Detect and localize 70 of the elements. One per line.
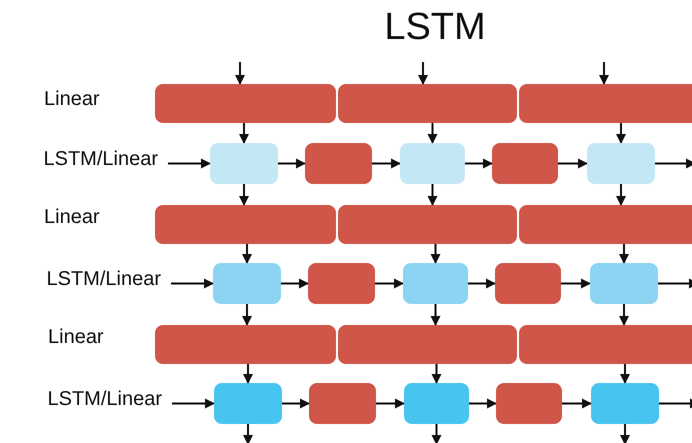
linear-layer-bar bbox=[338, 325, 517, 364]
arrow bbox=[658, 278, 692, 288]
arrow bbox=[599, 62, 609, 85]
arrow bbox=[561, 278, 591, 288]
arrow bbox=[243, 424, 253, 443]
arrow bbox=[282, 398, 310, 408]
linear-block bbox=[305, 143, 372, 184]
arrow bbox=[616, 184, 626, 206]
arrow bbox=[376, 398, 405, 408]
row-label: LSTM/Linear bbox=[0, 263, 161, 296]
arrow bbox=[375, 278, 404, 288]
arrow bbox=[235, 62, 245, 85]
lstm-block bbox=[590, 263, 658, 304]
linear-layer-bar bbox=[519, 205, 692, 244]
linear-block bbox=[496, 383, 562, 424]
arrow bbox=[172, 398, 215, 408]
row-label: Linear bbox=[44, 206, 100, 229]
arrow bbox=[418, 62, 428, 85]
linear-layer-bar bbox=[338, 84, 517, 123]
linear-layer-bar bbox=[338, 205, 517, 244]
row-label: Linear bbox=[48, 326, 104, 349]
arrow bbox=[281, 278, 309, 288]
arrow bbox=[432, 424, 442, 443]
lstm-block bbox=[403, 263, 468, 304]
arrow bbox=[171, 278, 214, 288]
linear-layer-bar bbox=[519, 325, 692, 364]
arrow bbox=[655, 158, 692, 168]
lstm-block bbox=[404, 383, 469, 424]
arrow bbox=[430, 304, 440, 326]
arrow bbox=[432, 364, 442, 384]
title: LSTM bbox=[383, 6, 487, 49]
arrow bbox=[239, 184, 249, 206]
arrow bbox=[616, 123, 626, 144]
arrow bbox=[278, 158, 306, 168]
linear-block bbox=[309, 383, 376, 424]
linear-layer-bar bbox=[155, 205, 336, 244]
linear-layer-bar bbox=[155, 325, 336, 364]
arrow bbox=[468, 278, 496, 288]
arrow bbox=[558, 158, 588, 168]
arrow bbox=[562, 398, 592, 408]
linear-block bbox=[492, 143, 558, 184]
arrow bbox=[242, 244, 252, 264]
lstm-block bbox=[587, 143, 655, 184]
arrow bbox=[620, 364, 630, 384]
arrow bbox=[239, 123, 249, 144]
arrow bbox=[242, 304, 252, 326]
linear-layer-bar bbox=[155, 84, 336, 123]
lstm-block bbox=[400, 143, 465, 184]
row-label: Linear bbox=[44, 88, 100, 111]
linear-block bbox=[308, 263, 375, 304]
arrow bbox=[243, 364, 253, 384]
arrow bbox=[428, 123, 438, 144]
arrow bbox=[430, 244, 440, 264]
arrow bbox=[619, 244, 629, 264]
linear-layer-bar bbox=[519, 84, 692, 123]
arrow bbox=[168, 158, 211, 168]
arrow bbox=[620, 424, 630, 443]
arrow bbox=[428, 184, 438, 206]
lstm-block bbox=[214, 383, 282, 424]
lstm-block bbox=[210, 143, 278, 184]
row-label: LSTM/Linear bbox=[0, 383, 162, 416]
lstm-block bbox=[591, 383, 659, 424]
linear-block bbox=[495, 263, 561, 304]
row-label: LSTM/Linear bbox=[0, 143, 158, 176]
arrow bbox=[469, 398, 497, 408]
arrow bbox=[619, 304, 629, 326]
arrow bbox=[659, 398, 692, 408]
arrow bbox=[372, 158, 401, 168]
arrow bbox=[465, 158, 493, 168]
lstm-block bbox=[213, 263, 281, 304]
